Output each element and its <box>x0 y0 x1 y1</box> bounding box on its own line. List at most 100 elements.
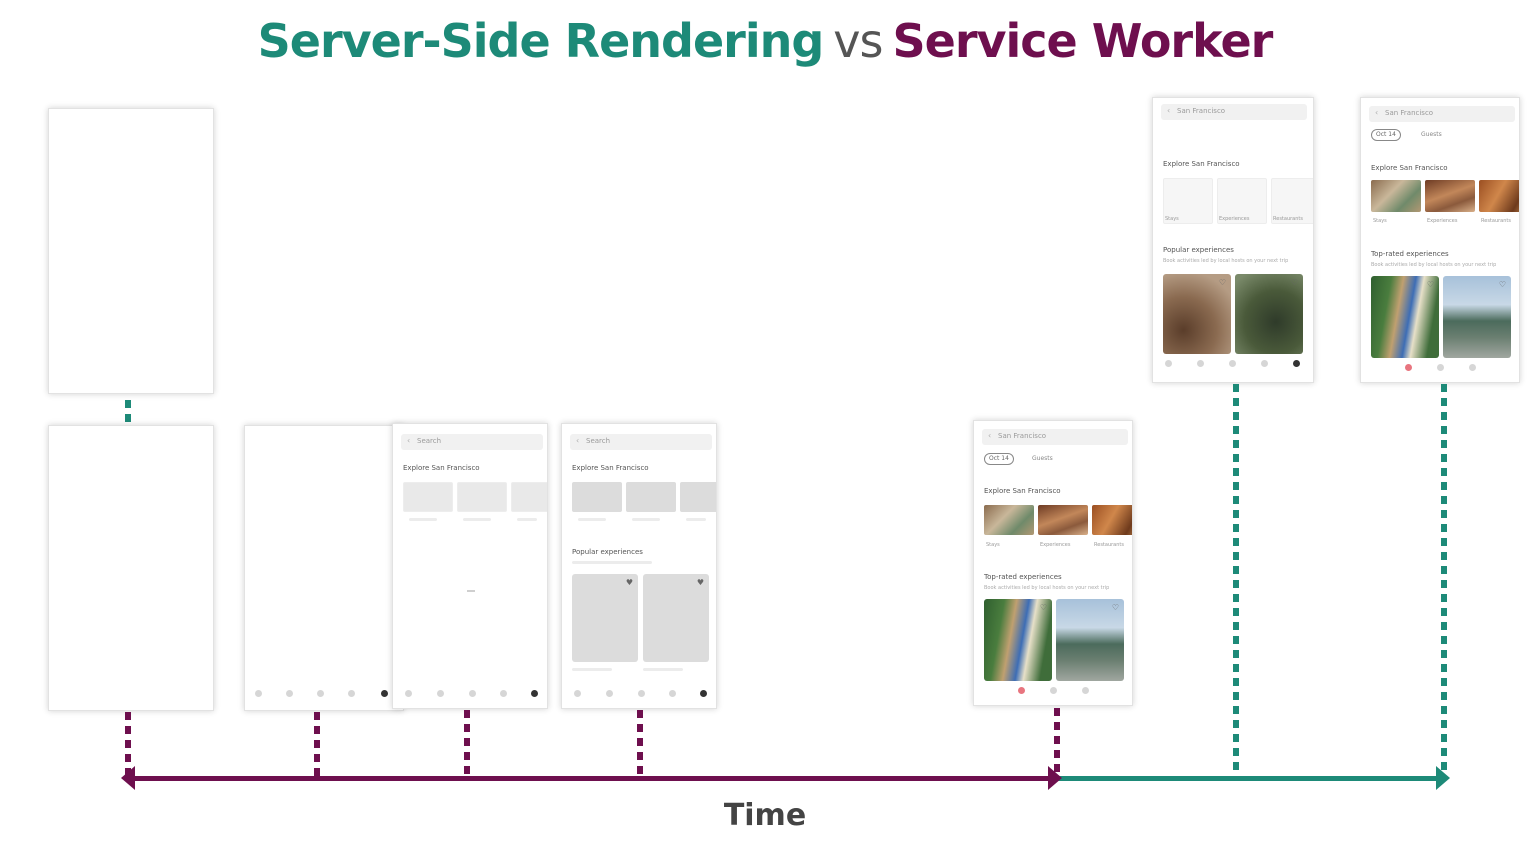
inbox-tab-icon <box>500 690 507 697</box>
rendered-screen-bottom: ‹ San Francisco Oct 14 Guests Explore Sa… <box>973 420 1133 706</box>
timeline-start-arrow-icon <box>121 766 135 790</box>
trips-tab-icon <box>1082 687 1089 694</box>
category-tile: Stays <box>984 505 1034 551</box>
heart-icon: ♥ <box>696 578 704 587</box>
experience-card: ♡ <box>1371 276 1439 358</box>
saved-tab-icon <box>1437 364 1444 371</box>
connector-frame-7 <box>1441 384 1447 778</box>
search-bar: ‹ San Francisco <box>1369 106 1515 122</box>
category-tile: Restaurants <box>1479 180 1519 226</box>
inbox-tab-icon <box>1261 360 1268 367</box>
category-tile <box>680 482 716 522</box>
connector-frame-1 <box>125 712 131 778</box>
explore-heading: Explore San Francisco <box>1371 164 1448 172</box>
explore-tab-icon <box>255 690 262 697</box>
explore-tab-icon <box>1165 360 1172 367</box>
time-axis-label: Time <box>723 798 807 833</box>
explore-heading: Explore San Francisco <box>572 464 649 472</box>
category-tile: Restaurants <box>1271 178 1313 230</box>
skeleton-screen: ‹ Search Explore San Francisco <box>392 423 548 709</box>
saved-tab-icon <box>606 690 613 697</box>
saved-tab-icon <box>286 690 293 697</box>
profile-tab-icon <box>700 690 707 697</box>
chevron-left-icon: ‹ <box>407 436 411 445</box>
top-rated-subtext: Book activities led by local hosts on yo… <box>1371 262 1497 268</box>
timeline-end-arrow-icon <box>1436 766 1450 790</box>
category-tile <box>572 482 622 522</box>
heart-icon: ♥ <box>625 578 633 587</box>
search-bar-label: Search <box>417 437 442 445</box>
category-tile <box>403 482 453 522</box>
tab-bar <box>1361 364 1519 382</box>
explore-tab-icon <box>405 690 412 697</box>
category-tile: Experiences <box>1217 178 1267 230</box>
saved-tab-icon <box>437 690 444 697</box>
saved-tab-icon <box>1197 360 1204 367</box>
blank-screen-top <box>48 108 214 394</box>
category-tile <box>626 482 676 522</box>
subtext-placeholder <box>572 561 652 564</box>
experience-card: ♥ <box>572 574 638 662</box>
chevron-left-icon: ‹ <box>1375 108 1379 117</box>
top-rated-heading: Top-rated experiences <box>1371 250 1449 258</box>
heart-icon: ♡ <box>1498 280 1506 289</box>
popular-heading: Popular experiences <box>572 548 643 556</box>
connector-frame-6 <box>1233 384 1239 778</box>
search-bar-label: San Francisco <box>1177 107 1226 115</box>
dates-chip: Oct 14 <box>1371 129 1401 141</box>
explore-tab-icon <box>574 690 581 697</box>
category-tile: Restaurants <box>1092 505 1132 551</box>
search-bar: ‹ San Francisco <box>982 429 1128 445</box>
profile-tab-icon <box>1293 360 1300 367</box>
category-tile <box>511 482 547 522</box>
heart-icon: ♡ <box>1218 278 1226 287</box>
profile-tab-icon <box>381 690 388 697</box>
heart-icon: ♡ <box>1290 278 1298 287</box>
profile-tab-icon <box>531 690 538 697</box>
search-bar-label: San Francisco <box>998 432 1047 440</box>
dates-chip: Oct 14 <box>984 453 1014 465</box>
skeleton-cards-screen: ‹ Search Explore San Francisco Popular e… <box>561 423 717 709</box>
timeline-ssr-segment <box>1058 776 1446 781</box>
chevron-left-icon: ‹ <box>576 436 580 445</box>
tab-bar <box>245 690 403 708</box>
category-tile: Experiences <box>1038 505 1088 551</box>
explore-tab-icon <box>1405 364 1412 371</box>
chevron-left-icon: ‹ <box>1167 106 1171 115</box>
explore-heading: Explore San Francisco <box>1163 160 1240 168</box>
top-rated-heading: Top-rated experiences <box>984 573 1062 581</box>
ssr-loaded-screen: ‹ San Francisco Oct 14 Guests Explore Sa… <box>1360 97 1520 383</box>
heart-icon: ♡ <box>1426 280 1434 289</box>
trips-tab-icon <box>469 690 476 697</box>
saved-tab-icon <box>1050 687 1057 694</box>
loading-indicator <box>467 590 475 592</box>
ssr-rendered-screen: ‹ San Francisco Explore San Francisco St… <box>1152 97 1314 383</box>
connector-frame-5 <box>1054 708 1060 778</box>
search-bar: ‹ Search <box>401 434 543 450</box>
inbox-tab-icon <box>669 690 676 697</box>
connector-frame-2 <box>314 712 320 778</box>
trips-tab-icon <box>1469 364 1476 371</box>
heart-icon: ♡ <box>1039 603 1047 612</box>
category-tile: Experiences <box>1425 180 1475 226</box>
experience-card: ♡ <box>984 599 1052 681</box>
explore-heading: Explore San Francisco <box>984 487 1061 495</box>
chevron-left-icon: ‹ <box>988 431 992 440</box>
experience-card: ♡ <box>1163 274 1231 354</box>
popular-subtext: Book activities led by local hosts on yo… <box>1163 258 1289 264</box>
trips-tab-icon <box>1229 360 1236 367</box>
search-bar: ‹ San Francisco <box>1161 104 1307 120</box>
card-caption-placeholder <box>643 668 683 671</box>
timeline-service-worker-segment <box>128 776 1058 781</box>
category-tile: Stays <box>1163 178 1213 230</box>
trips-tab-icon <box>317 690 324 697</box>
trips-tab-icon <box>638 690 645 697</box>
category-tile: Stays <box>1371 180 1421 226</box>
experience-card: ♡ <box>1443 276 1511 358</box>
category-tile <box>457 482 507 522</box>
tab-bar <box>974 687 1132 705</box>
experience-card: ♡ <box>1235 274 1303 354</box>
inbox-tab-icon <box>348 690 355 697</box>
title-ssr: Server-Side Rendering <box>257 14 825 68</box>
